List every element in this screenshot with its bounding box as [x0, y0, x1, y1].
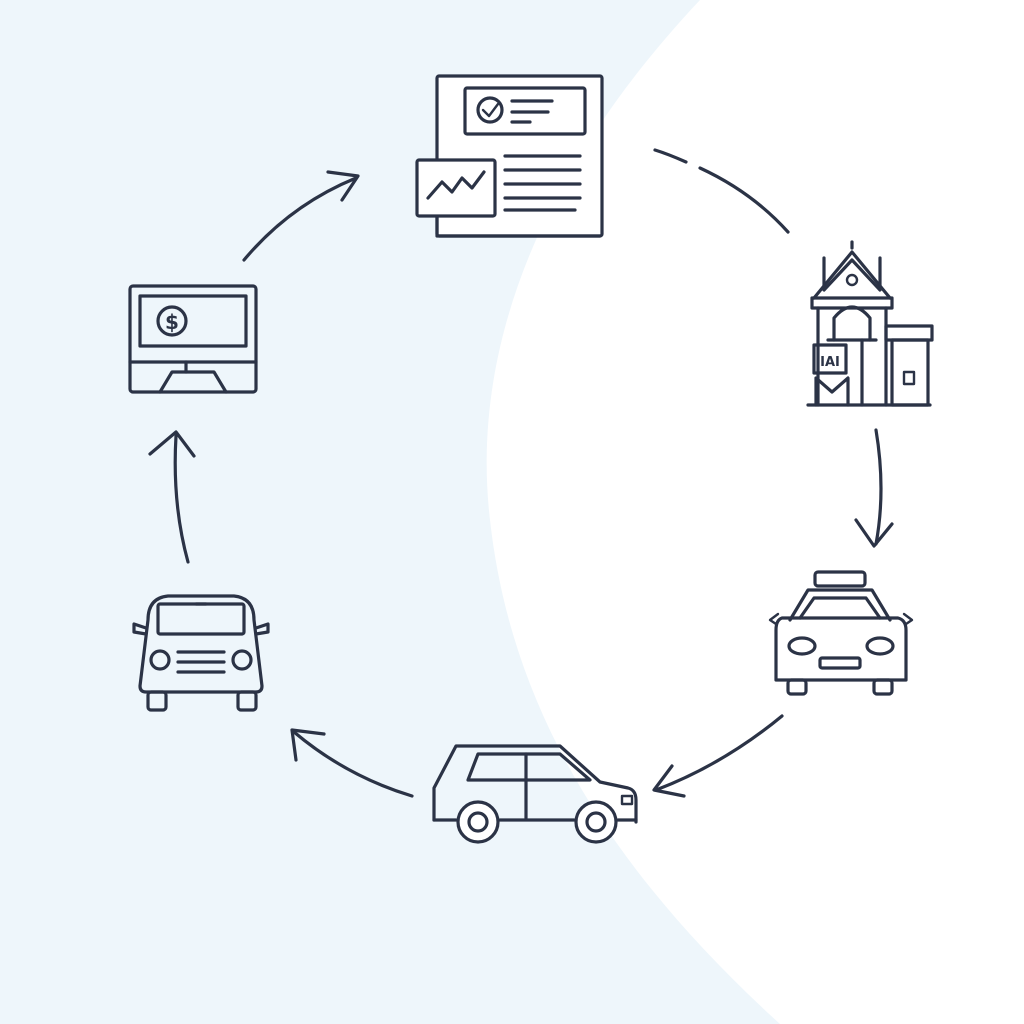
arrow-computer-to-report: [242, 170, 360, 262]
building-sign-text: IAI: [820, 355, 840, 370]
arrow-taxi-to-hatchback: [652, 714, 784, 798]
bank-building-icon: IAI: [806, 240, 934, 407]
financial-report-icon: [415, 74, 604, 238]
arrow-bank-to-taxi: [854, 428, 894, 548]
arrow-front-car-to-computer: [148, 430, 196, 564]
dollar-symbol: $: [165, 310, 179, 334]
arrow-report-to-bank: [653, 148, 790, 234]
taxi-car-icon: [768, 570, 914, 696]
front-car-icon: [132, 594, 270, 712]
arrow-hatchback-to-front-car: [290, 728, 414, 798]
hatchback-car-icon: [432, 744, 638, 844]
computer-payment-icon: $: [128, 284, 258, 394]
